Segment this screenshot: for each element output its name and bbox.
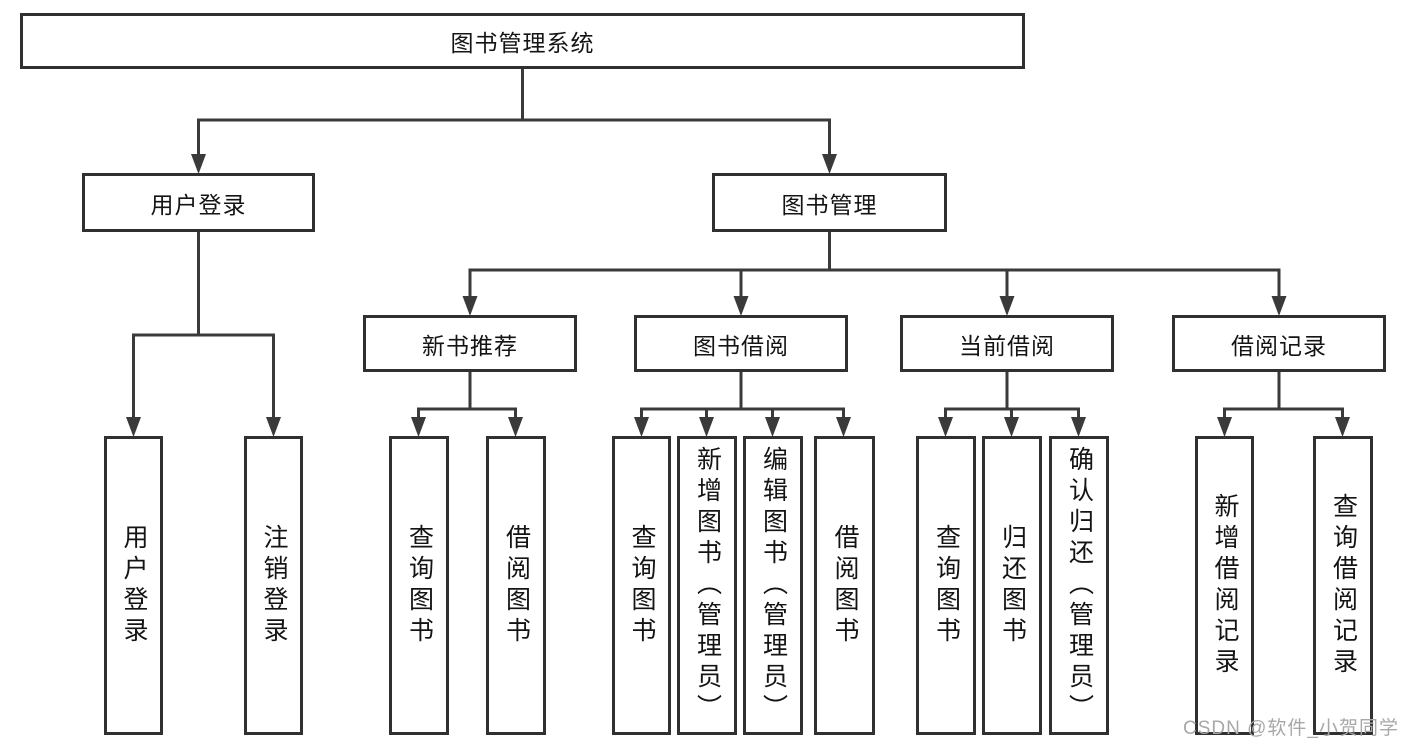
node-label: 当前借阅 (959, 332, 1055, 359)
leaf-query-books-current: 查询图书 (916, 436, 976, 735)
leaf-user-login: 用户登录 (104, 436, 163, 735)
leaf-label: 借阅图书 (831, 523, 859, 648)
node-label: 图书借阅 (693, 332, 789, 359)
leaf-label: 确认归还（管理员） (1065, 446, 1094, 725)
leaf-confirm-return-admin: 确认归还（管理员） (1049, 436, 1109, 735)
node-label: 借阅记录 (1231, 332, 1327, 359)
leaf-label: 用户登录 (120, 523, 148, 648)
node-label: 图书管理 (781, 191, 878, 218)
leaf-return-books: 归还图书 (982, 436, 1042, 735)
leaf-edit-books-admin: 编辑图书（管理员） (743, 436, 803, 735)
csdn-watermark: CSDN @软件_小贺同学 (1183, 718, 1399, 739)
node-user-login: 用户登录 (82, 173, 315, 232)
leaf-query-books-recommend: 查询图书 (389, 436, 449, 735)
node-new-book-recommendation: 新书推荐 (363, 315, 577, 372)
node-library-management-system: 图书管理系统 (20, 13, 1025, 69)
node-current-borrowing: 当前借阅 (900, 315, 1114, 372)
node-book-borrowing: 图书借阅 (634, 315, 848, 372)
leaf-label: 查询图书 (932, 523, 961, 648)
leaf-logout: 注销登录 (244, 436, 303, 735)
leaf-label: 注销登录 (260, 523, 288, 648)
node-borrowing-records: 借阅记录 (1172, 315, 1386, 372)
leaf-label: 查询图书 (405, 523, 434, 648)
leaf-label: 借阅图书 (502, 523, 531, 648)
leaf-label: 新增借阅记录 (1211, 492, 1239, 679)
leaf-label: 查询图书 (628, 523, 656, 648)
leaf-borrow-books-recommend: 借阅图书 (486, 436, 546, 735)
leaf-query-books-borrowing: 查询图书 (612, 436, 671, 735)
node-label: 图书管理系统 (450, 30, 595, 56)
leaf-add-borrow-record: 新增借阅记录 (1195, 436, 1254, 735)
node-book-management: 图书管理 (712, 173, 947, 232)
leaf-borrow-books: 借阅图书 (814, 436, 875, 735)
leaf-label: 归还图书 (998, 523, 1027, 648)
leaf-label: 新增图书（管理员） (693, 446, 722, 725)
leaf-label: 查询借阅记录 (1329, 492, 1358, 679)
leaf-add-books-admin: 新增图书（管理员） (677, 436, 737, 735)
leaf-query-borrow-record: 查询借阅记录 (1313, 436, 1373, 735)
node-label: 新书推荐 (422, 332, 518, 359)
node-label: 用户登录 (150, 191, 247, 218)
leaf-label: 编辑图书（管理员） (759, 446, 788, 725)
